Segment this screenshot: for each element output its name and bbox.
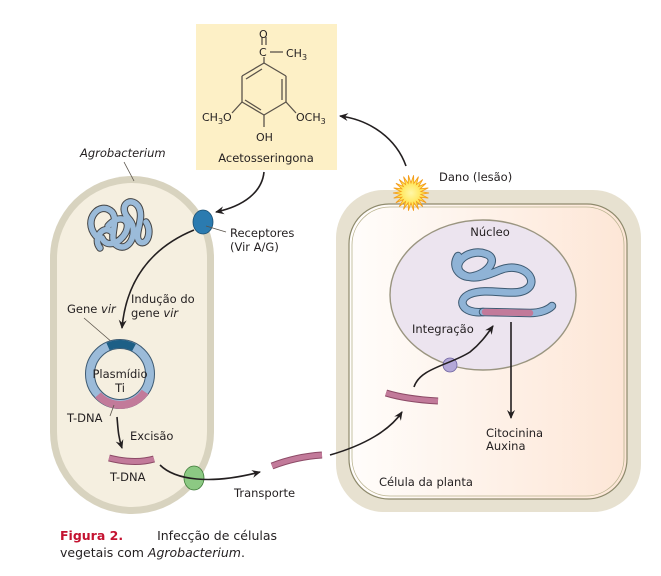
plant-cell-label: Célula da planta — [379, 475, 473, 489]
receptor-vir-ag — [192, 209, 214, 235]
caption-text-line2: vegetais com — [60, 545, 148, 560]
bacterium-label-leader — [123, 161, 135, 182]
caption-organism: Agrobacterium — [147, 545, 241, 560]
damage-wound-icon — [392, 175, 430, 211]
tdna-segment — [95, 389, 149, 409]
caption-line1: Figura 2. Infecção de células — [60, 527, 277, 544]
caption-text-line1: Infecção de células — [157, 528, 278, 543]
transit-tdna — [271, 452, 323, 469]
induction-arrow — [118, 229, 195, 329]
excision-label: Excisão — [130, 429, 173, 443]
gene-vir-label: Gene vir — [67, 302, 117, 316]
figure-caption: Figura 2. Infecção de células vegetais co… — [60, 527, 277, 561]
induction-label-line2: gene vir — [131, 306, 179, 320]
hormone-label-line1: Citocinina — [486, 426, 543, 440]
signal-arrow — [215, 171, 265, 215]
transport-arrow — [159, 464, 261, 481]
tdna-label: T-DNA — [66, 411, 103, 425]
ti-plasmid — [85, 339, 155, 409]
compound-name: Acetosseringona — [218, 151, 314, 165]
plasmid-label-line1: Plasmídio — [92, 367, 147, 381]
right-methoxy-group: OCH3 — [296, 111, 326, 126]
tdna-leader — [109, 404, 115, 417]
vir-gene-segment — [106, 340, 136, 352]
receptor-label-line1: Receptores — [230, 226, 294, 240]
compound-background — [196, 24, 337, 170]
left-methoxy-group: CH3O — [202, 111, 232, 126]
cytoplasm-tdna — [385, 390, 439, 404]
figure-number: Figura 2. — [60, 528, 124, 543]
bacterium-label: Agrobacterium — [79, 146, 166, 160]
signal-release-arrow — [339, 113, 407, 167]
nucleus-label: Núcleo — [470, 225, 510, 239]
excised-tdna-label: T-DNA — [109, 470, 146, 484]
caption-period: . — [240, 545, 245, 560]
receptor-label-line2: (Vir A/G) — [230, 240, 279, 254]
acetosyringone-box: O C CH3 CH3O OCH3 OH Acetosseringona — [196, 24, 337, 170]
carbonyl-oxygen: O — [259, 28, 268, 41]
entry-arrow — [329, 411, 403, 456]
hormone-label-line2: Auxina — [486, 439, 526, 453]
hydroxyl-group: OH — [256, 131, 273, 144]
gene-vir-leader — [83, 317, 114, 344]
excision-arrow — [115, 416, 124, 449]
bacterial-chromosome — [87, 198, 153, 252]
plant-membrane — [351, 206, 625, 497]
induction-label-line1: Indução do — [131, 292, 195, 306]
transport-label: Transporte — [233, 486, 295, 500]
methyl-group: CH3 — [286, 47, 307, 62]
integration-label: Integração — [412, 322, 474, 336]
damage-label: Dano (lesão) — [439, 170, 512, 184]
excised-tdna — [108, 455, 155, 464]
plasmid-label-line2: Ti — [114, 381, 125, 395]
plant-chromosome — [451, 248, 557, 318]
integrated-tdna — [481, 308, 534, 317]
integration-arrow — [413, 325, 494, 388]
caption-line2: vegetais com Agrobacterium. — [60, 544, 277, 561]
receptor-leader — [205, 225, 227, 233]
carbonyl-carbon: C — [259, 46, 267, 59]
benzene-ring — [231, 37, 297, 127]
